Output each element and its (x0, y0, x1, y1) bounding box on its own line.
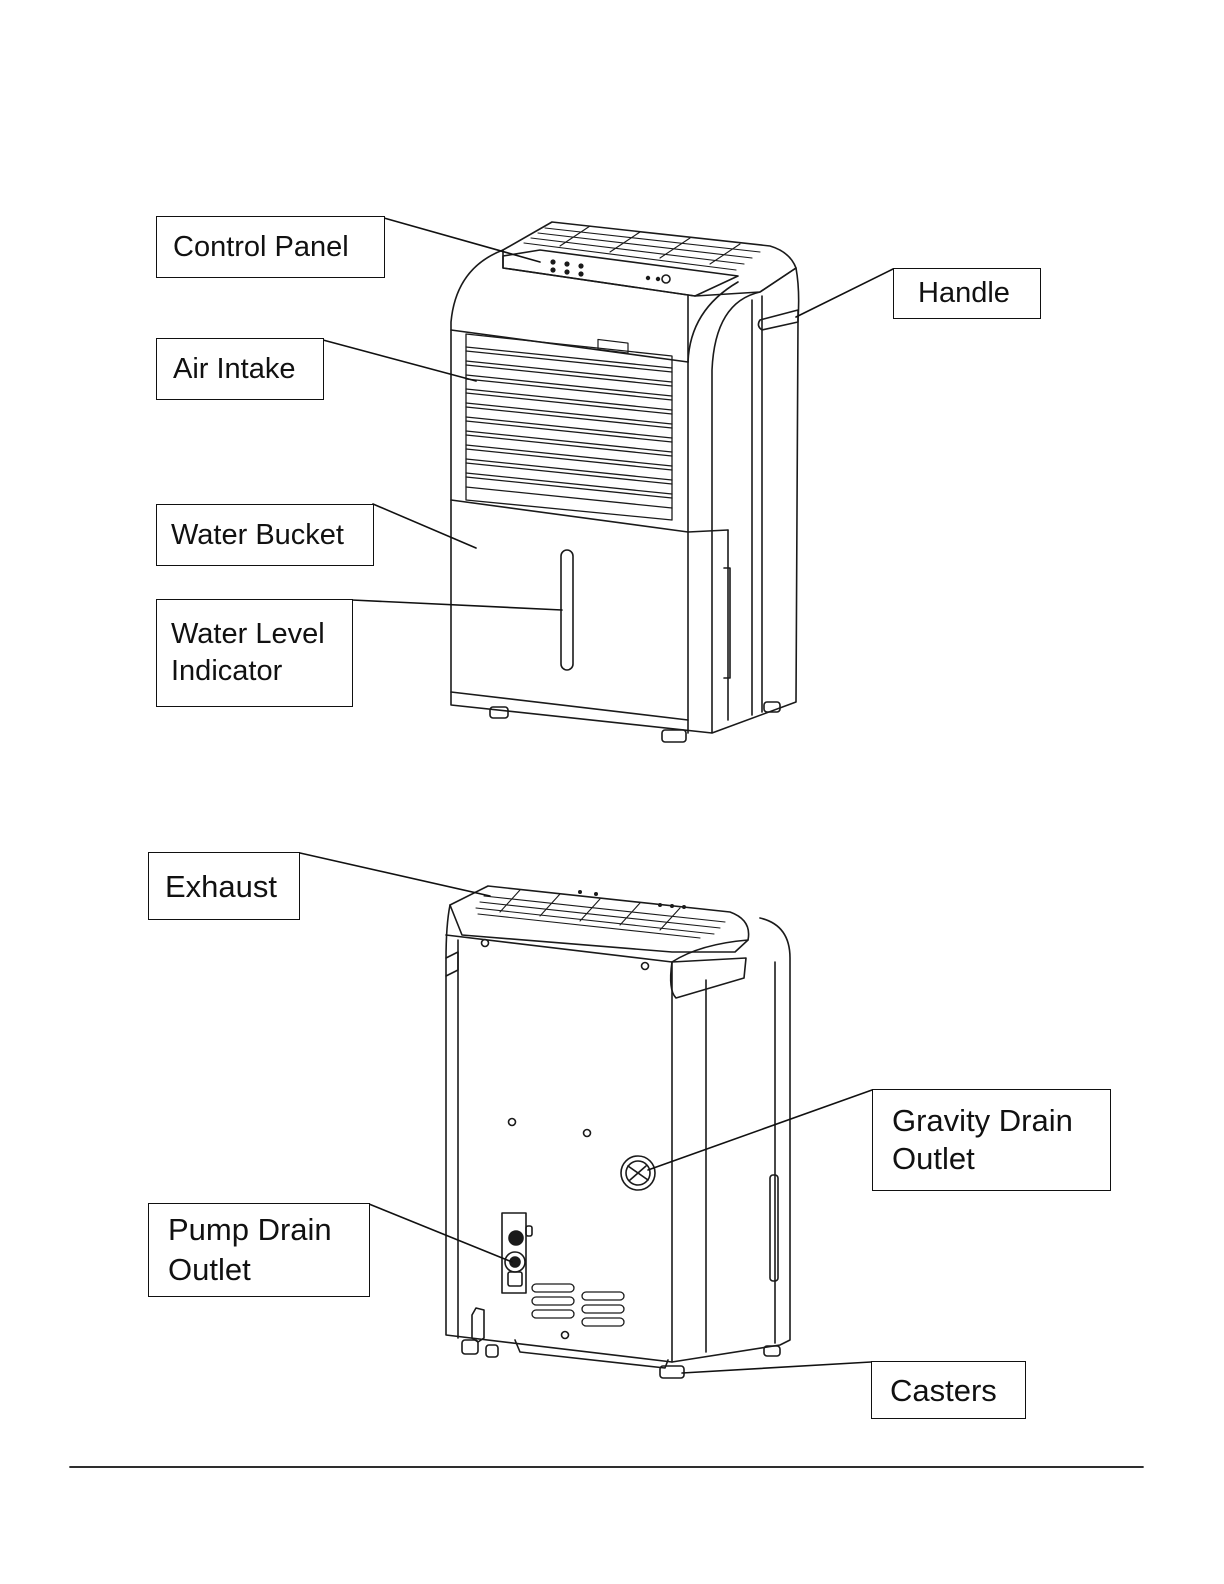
label-water-bucket-text: Water Bucket (171, 517, 344, 554)
label-water-bucket: Water Bucket (156, 504, 374, 566)
back-screws (482, 940, 649, 1339)
front-view-unit (451, 222, 799, 742)
back-gravity-drain (621, 1156, 655, 1190)
label-control-panel-text: Control Panel (173, 229, 349, 266)
label-casters: Casters (871, 1361, 1026, 1419)
label-gravity-drain-outlet-text: Gravity Drain Outlet (892, 1102, 1094, 1178)
back-casters (462, 1340, 780, 1378)
label-water-level-indicator-text: Water Level Indicator (171, 616, 336, 690)
leader-water-level (352, 600, 562, 610)
back-pump-drain (502, 1213, 532, 1293)
back-body-outline (446, 905, 790, 1362)
leader-gravity-drain (648, 1090, 872, 1170)
leader-water-bucket (373, 504, 476, 548)
back-handle-left (446, 952, 458, 976)
label-casters-text: Casters (890, 1372, 997, 1409)
leader-lines (300, 218, 893, 1373)
label-handle: Handle (893, 268, 1041, 319)
front-body-outline (451, 250, 799, 733)
front-control-panel (503, 250, 738, 296)
front-air-intake-louvres (466, 334, 672, 520)
leader-handle (796, 269, 893, 317)
label-gravity-drain-outlet: Gravity Drain Outlet (872, 1089, 1111, 1191)
back-view-unit (446, 886, 790, 1378)
label-air-intake: Air Intake (156, 338, 324, 400)
leader-casters (682, 1362, 871, 1373)
leader-pump-drain (369, 1204, 512, 1262)
front-casters (490, 702, 780, 742)
label-control-panel: Control Panel (156, 216, 385, 278)
label-pump-drain-outlet-text: Pump Drain Outlet (168, 1210, 353, 1290)
label-exhaust-text: Exhaust (165, 868, 277, 905)
front-handle (758, 310, 798, 330)
leader-control-panel (384, 218, 540, 262)
leader-exhaust (300, 853, 490, 896)
back-top-panel (450, 886, 749, 952)
leader-air-intake (323, 340, 476, 381)
label-exhaust: Exhaust (148, 852, 300, 920)
back-handle-right (671, 958, 746, 998)
label-handle-text: Handle (918, 275, 1010, 312)
label-pump-drain-outlet: Pump Drain Outlet (148, 1203, 370, 1297)
back-cord-hook (472, 1308, 484, 1342)
label-water-level-indicator: Water Level Indicator (156, 599, 353, 707)
label-air-intake-text: Air Intake (173, 351, 296, 388)
back-vent-slots (532, 1284, 624, 1326)
front-power-button (662, 275, 670, 283)
front-bucket-seam (451, 500, 688, 532)
back-exhaust-grille (476, 890, 725, 938)
